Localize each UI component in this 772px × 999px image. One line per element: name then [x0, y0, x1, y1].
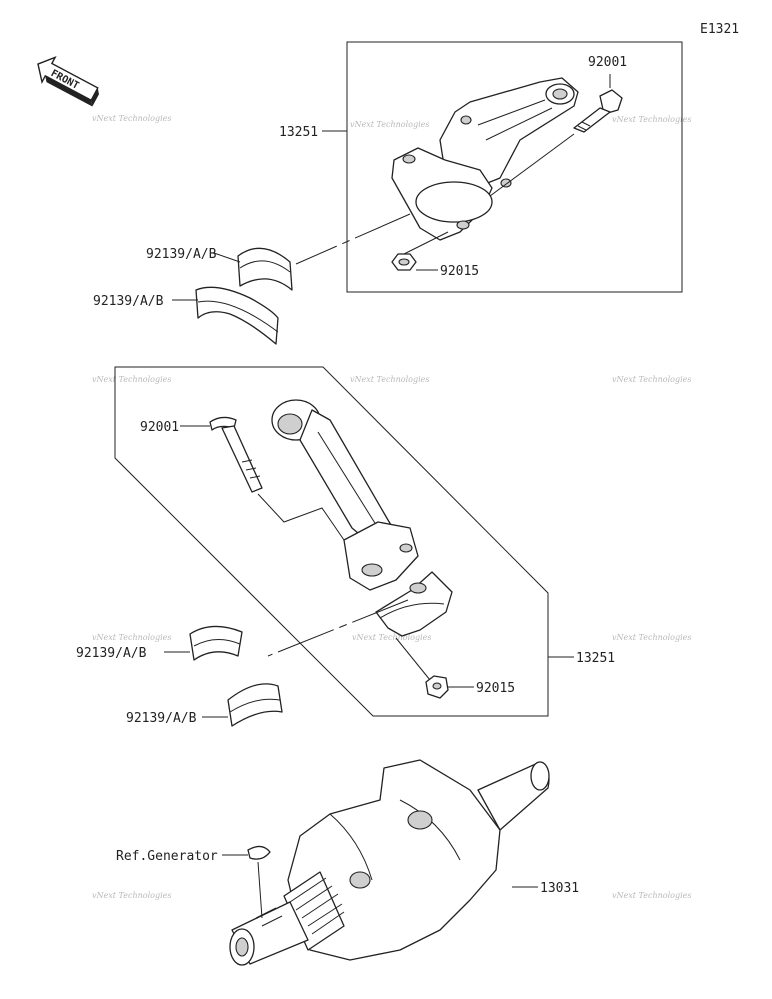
lower-bearing-shell-1 [189, 625, 243, 661]
lower-bearing-1-label: 92139/A/B [76, 646, 147, 661]
watermark: vNext Technologies [352, 633, 431, 642]
crankshaft-label: 13031 [540, 881, 579, 896]
upper-connecting-rod [391, 77, 579, 241]
lower-connecting-rod [271, 399, 419, 591]
leader-line [295, 213, 411, 265]
diagram-id: E1321 [700, 22, 739, 37]
upper-bearing-1-label: 92139/A/B [146, 247, 217, 262]
lower-assembly-frame [114, 366, 549, 717]
watermark: vNext Technologies [612, 633, 691, 642]
crankshaft [229, 759, 550, 966]
upper-bearing-2-label: 92139/A/B [93, 294, 164, 309]
leader-line [257, 861, 263, 919]
lower-nut-label: 92015 [476, 681, 515, 696]
lower-bearing-shell-2 [227, 683, 283, 727]
lower-bolt [209, 416, 263, 493]
woodruff-key [247, 845, 271, 860]
watermark: vNext Technologies [612, 115, 691, 124]
upper-nut-label: 92015 [440, 264, 479, 279]
upper-assembly-frame [346, 41, 683, 293]
upper-bearing-shell-2 [195, 286, 279, 345]
watermark: vNext Technologies [612, 375, 691, 384]
leader-line [395, 637, 431, 681]
watermark: vNext Technologies [92, 375, 171, 384]
lower-bearing-2-label: 92139/A/B [126, 711, 197, 726]
leader-line [267, 599, 409, 657]
upper-nut [391, 253, 417, 271]
lower-rod-cap [375, 571, 453, 637]
upper-bearing-shell-1 [237, 247, 293, 291]
watermark: vNext Technologies [92, 114, 171, 123]
leader-line [213, 252, 241, 263]
watermark: vNext Technologies [612, 891, 691, 900]
upper-bolt [573, 89, 623, 133]
watermark: vNext Technologies [350, 375, 429, 384]
leader-line [257, 493, 345, 541]
upper-rod-assy-label: 13251 [279, 125, 318, 140]
ref-generator-label: Ref.Generator [116, 849, 218, 864]
upper-bolt-label: 92001 [588, 55, 627, 70]
watermark: vNext Technologies [350, 120, 429, 129]
lower-bolt-label: 92001 [140, 420, 179, 435]
lower-nut [425, 675, 449, 699]
watermark: vNext Technologies [92, 633, 171, 642]
front-arrow-icon: FRONT [37, 55, 99, 107]
lower-rod-assy-label: 13251 [576, 651, 615, 666]
leader-line [403, 231, 449, 255]
leader-line [489, 133, 575, 197]
watermark: vNext Technologies [92, 891, 171, 900]
